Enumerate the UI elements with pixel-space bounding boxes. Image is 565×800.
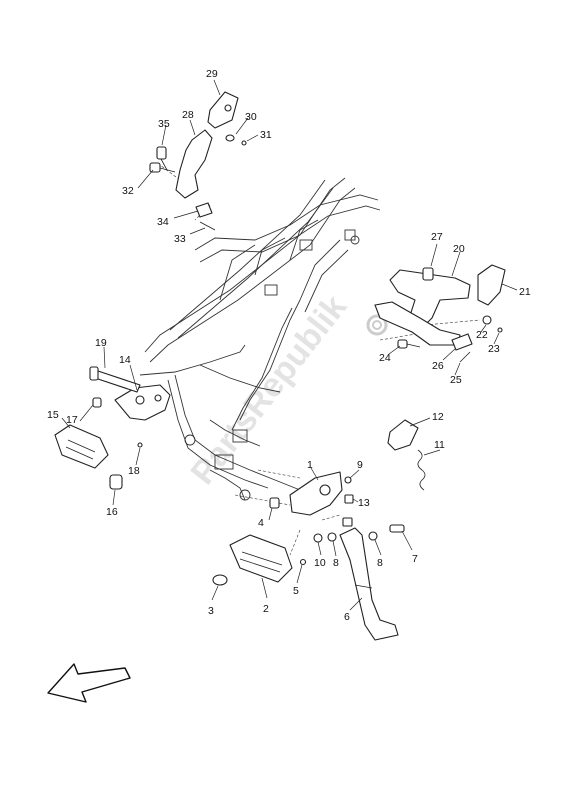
bolt-35 (156, 146, 167, 160)
callout-25: 25 (450, 374, 462, 386)
callout-14: 14 (119, 354, 131, 366)
washer-8-left (327, 532, 337, 542)
callout-13: 13 (358, 497, 370, 509)
pin-34 (195, 202, 213, 218)
nut-13 (344, 494, 354, 504)
callout-12: 12 (432, 411, 444, 423)
callout-21: 21 (519, 286, 531, 298)
bolt-17 (92, 397, 102, 408)
callout-5: 5 (293, 585, 299, 597)
footrest-rubber (54, 424, 109, 469)
callout-24: 24 (379, 352, 391, 364)
bolt-4 (269, 497, 280, 509)
callout-33: 33 (174, 233, 186, 245)
callout-35: 35 (158, 118, 170, 130)
collar-10 (313, 533, 323, 543)
callout-11: 11 (434, 439, 445, 451)
leader-lines (61, 79, 518, 611)
bolt-32 (149, 162, 161, 173)
callout-18: 18 (128, 465, 140, 477)
pin-26 (451, 333, 473, 351)
bolt-19 (91, 369, 141, 393)
washer-8-right (368, 531, 378, 541)
footrest-bracket (175, 129, 213, 199)
spring-30 (225, 134, 235, 142)
nut-8 (342, 517, 353, 527)
callout-7: 7 (412, 553, 418, 565)
front-direction-arrow-icon (47, 663, 131, 703)
callout-2: 2 (263, 603, 269, 615)
callout-20: 20 (453, 243, 465, 255)
callout-26: 26 (432, 360, 444, 372)
callout-30: 30 (245, 111, 257, 123)
pin-5 (299, 558, 307, 566)
callout-34: 34 (157, 216, 169, 228)
callout-1: 1 (307, 459, 313, 471)
callout-9: 9 (357, 459, 363, 471)
callout-8-right: 8 (377, 557, 383, 569)
right-footrest-assembly (374, 264, 506, 363)
frame (139, 177, 381, 501)
callout-6: 6 (344, 611, 350, 623)
callout-16: 16 (106, 506, 118, 518)
assembly-lines (119, 164, 481, 556)
sidestand-switch-assembly (387, 419, 426, 491)
callout-23: 23 (488, 343, 500, 355)
footrest-bracket-right (389, 269, 471, 331)
footrest-peg-upper (207, 91, 239, 129)
bolt-head-9 (344, 476, 352, 484)
main-footrest-assembly (212, 471, 354, 586)
callout-labels: 1 2 3 4 5 6 7 8 8 9 10 11 12 13 14 15 16… (47, 68, 531, 623)
footrest-peg-right (477, 264, 506, 306)
bolt-27 (422, 267, 434, 281)
callout-22: 22 (476, 329, 488, 341)
callout-3: 3 (208, 605, 214, 617)
ball-31 (241, 140, 247, 146)
damper-3 (212, 574, 228, 586)
callout-31: 31 (260, 129, 272, 141)
washer-22 (482, 315, 492, 325)
upper-footrest-assembly (149, 91, 247, 231)
callout-19: 19 (95, 337, 107, 349)
gear-logo-icon (366, 314, 388, 336)
callout-17: 17 (66, 414, 78, 426)
ball-23 (497, 327, 503, 333)
callout-29: 29 (206, 68, 218, 80)
sidestand-6 (339, 527, 399, 641)
callout-4: 4 (258, 517, 264, 529)
callout-32: 32 (122, 185, 134, 197)
left-footrest-assembly (54, 366, 171, 490)
spring-11 (417, 449, 426, 491)
callout-28: 28 (182, 109, 194, 121)
bracket-1 (289, 471, 343, 516)
callout-15: 15 (47, 409, 59, 421)
callout-10: 10 (314, 557, 326, 569)
sidestand-assembly (327, 517, 405, 641)
switch-12 (387, 419, 419, 451)
pin-18 (137, 442, 143, 448)
bolt-7 (389, 524, 405, 533)
callout-27: 27 (431, 231, 443, 243)
callout-8-left: 8 (333, 557, 339, 569)
damper-16 (109, 474, 123, 490)
